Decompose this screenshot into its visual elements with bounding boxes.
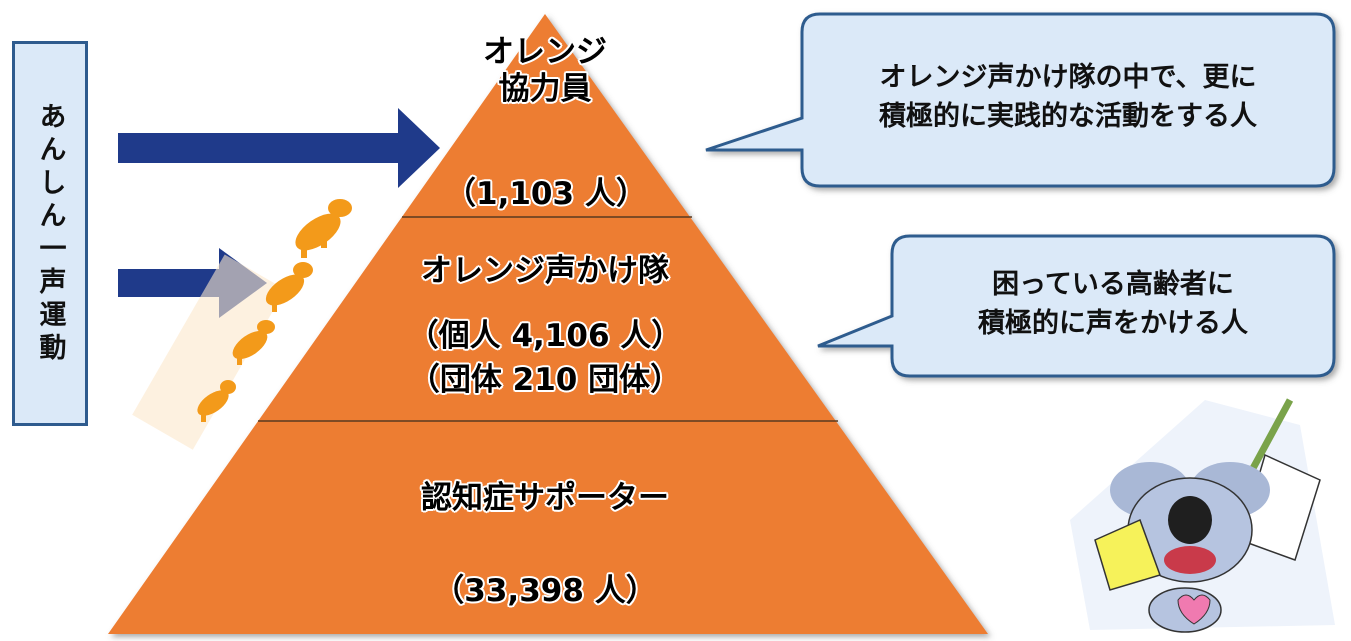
callout-lower-bubble bbox=[817, 234, 1336, 378]
callout-upper-line2: 積極的に実践的な活動をする人 bbox=[879, 101, 1257, 133]
side-label: あんしん一声運動 bbox=[34, 101, 66, 366]
tier-bottom-count: （33,398 人） bbox=[433, 573, 657, 609]
tier-top-title: オレンジ 協力員 bbox=[445, 34, 645, 108]
pyramid bbox=[108, 14, 988, 634]
tier-top-count: （1,103 人） bbox=[445, 176, 647, 212]
arrow-upper bbox=[118, 108, 440, 188]
tier-bottom-title: 認知症サポーター bbox=[421, 480, 669, 516]
side-label-box: あんしん一声運動 bbox=[12, 41, 88, 426]
callout-lower-line1: 困っている高齢者に bbox=[992, 269, 1234, 300]
tier-middle-count-group: （団体 210 団体） bbox=[408, 362, 682, 398]
tier-middle-count-individual: （個人 4,106 人） bbox=[407, 318, 683, 354]
mascot-stickers bbox=[132, 199, 352, 450]
callout-upper-text: オレンジ声かけ隊の中で、更に 積極的に実践的な活動をする人 bbox=[806, 58, 1330, 136]
tier-top-title-line2: 協力員 bbox=[498, 71, 592, 108]
tier-top-title-line1: オレンジ bbox=[483, 34, 607, 70]
callout-lower-text: 困っている高齢者に 積極的に声をかける人 bbox=[896, 265, 1330, 343]
callout-upper-bubble bbox=[705, 12, 1336, 188]
tier-middle-title: オレンジ声かけ隊 bbox=[421, 253, 669, 289]
callout-upper-line1: オレンジ声かけ隊の中で、更に bbox=[879, 62, 1257, 93]
callout-lower-line2: 積極的に声をかける人 bbox=[978, 308, 1248, 340]
koala-mascot-illustration bbox=[1070, 398, 1335, 633]
